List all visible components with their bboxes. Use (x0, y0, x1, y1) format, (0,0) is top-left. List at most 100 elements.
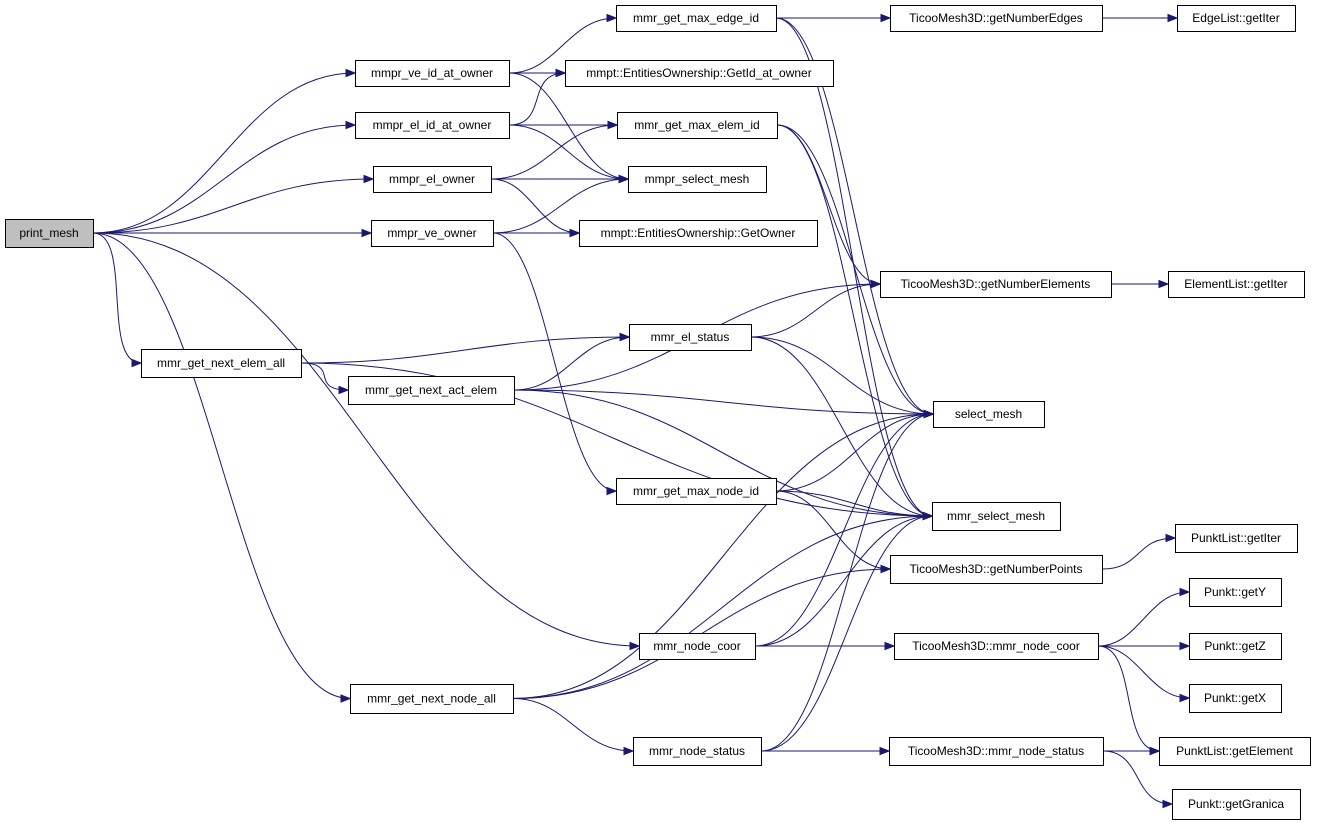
node-box[interactable] (348, 376, 515, 405)
call-edge-mmr-get-max-node-id-to-select-mesh (775, 413, 934, 492)
arrowhead-icon (623, 746, 635, 756)
node-box[interactable] (889, 737, 1104, 766)
node-mmr-select-mesh[interactable]: mmr_select_mesh (932, 502, 1061, 531)
call-edge-mmr-get-max-node-id-to-mmr-select-mesh (775, 490, 933, 517)
call-edge-mmpr-el-id-at-owner-to-getid-at-owner (508, 72, 566, 126)
node-label: mmpr_ve_id_at_owner (371, 66, 493, 80)
node-t-mmr-node-coor[interactable]: TicooMesh3D::mmr_node_coor (894, 633, 1099, 660)
node-mmpr-ve-owner[interactable]: mmpr_ve_owner (371, 220, 494, 247)
arrowhead-icon (884, 641, 896, 651)
node-t-mmr-node-status[interactable]: TicooMesh3D::mmr_node_status (889, 737, 1104, 766)
node-box[interactable] (933, 401, 1045, 428)
node-mmr-node-coor[interactable]: mmr_node_coor (639, 633, 756, 660)
call-edge-mmr-get-next-act-elem-to-mmr-select-mesh (513, 389, 933, 517)
node-box[interactable] (616, 5, 777, 32)
node-box[interactable] (350, 684, 514, 714)
node-punktlist-getelement[interactable]: PunktList::getElement (1159, 737, 1311, 766)
arrowhead-icon (618, 174, 630, 184)
node-box[interactable] (633, 737, 762, 766)
node-punkt-getgranica[interactable]: Punkt::getGranica (1172, 789, 1301, 820)
call-edge-getnumberpoints-to-punktlist-getiter (1101, 537, 1176, 570)
arrowhead-icon (361, 228, 373, 238)
node-box[interactable] (355, 60, 510, 87)
node-box[interactable] (1172, 789, 1301, 820)
node-label: mmpr_el_id_at_owner (373, 118, 492, 132)
node-mmr-get-next-node-all[interactable]: mmr_get_next_node_all (350, 684, 514, 714)
call-edge-mmr-get-next-node-all-to-select-mesh (512, 413, 934, 699)
node-getnumberedges[interactable]: TicooMesh3D::getNumberEdges (890, 5, 1103, 32)
node-box[interactable] (894, 633, 1099, 660)
arrowhead-icon (1158, 279, 1170, 289)
call-edge-mmpr-el-id-at-owner-to-mmpr-select-mesh (508, 124, 629, 180)
node-mmr-node-status[interactable]: mmr_node_status (633, 737, 762, 766)
node-box[interactable] (5, 219, 94, 248)
node-elementlist-getiter[interactable]: ElementList::getIter (1168, 271, 1305, 298)
call-edge-mmr-get-next-elem-all-to-mmr-get-next-act-elem (300, 362, 349, 391)
node-box[interactable] (371, 220, 494, 247)
node-punktlist-getiter[interactable]: PunktList::getIter (1175, 524, 1298, 553)
node-getnumberpoints[interactable]: TicooMesh3D::getNumberPoints (890, 555, 1103, 584)
node-mmr-el-status[interactable]: mmr_el_status (629, 324, 752, 351)
node-mmr-get-max-node-id[interactable]: mmr_get_max_node_id (616, 478, 777, 505)
node-mmr-get-next-act-elem[interactable]: mmr_get_next_act_elem (348, 376, 515, 405)
node-getnumberelements[interactable]: TicooMesh3D::getNumberElements (880, 271, 1112, 298)
call-edge-t-mmr-node-coor-to-punkt-getx (1097, 645, 1190, 699)
arrowhead-icon (1149, 746, 1161, 756)
node-punkt-getx[interactable]: Punkt::getX (1189, 684, 1282, 713)
node-punkt-getz[interactable]: Punkt::getZ (1189, 633, 1282, 660)
node-mmr-get-max-elem-id[interactable]: mmr_get_max_elem_id (617, 112, 778, 139)
node-edgelist-getiter[interactable]: EdgeList::getIter (1177, 5, 1296, 32)
node-box[interactable] (628, 166, 767, 193)
arrowhead-icon (870, 279, 882, 289)
node-box[interactable] (880, 271, 1112, 298)
node-box[interactable] (1189, 684, 1282, 713)
call-edge-mmpr-ve-owner-to-mmpr-select-mesh (492, 178, 629, 234)
node-label: mmr_get_max_elem_id (634, 118, 759, 132)
node-select-mesh[interactable]: select_mesh (933, 401, 1045, 428)
node-getowner[interactable]: mmpt::EntitiesOwnership::GetOwner (579, 220, 818, 247)
node-label: mmr_node_status (649, 744, 745, 758)
node-box[interactable] (1159, 737, 1311, 766)
node-label: Punkt::getY (1204, 585, 1266, 599)
node-box[interactable] (1177, 5, 1296, 32)
node-box[interactable] (629, 324, 752, 351)
node-mmpr-select-mesh[interactable]: mmpr_select_mesh (628, 166, 767, 193)
node-mmpr-el-owner[interactable]: mmpr_el_owner (373, 166, 492, 193)
node-punkt-gety[interactable]: Punkt::getY (1189, 578, 1282, 607)
node-box[interactable] (1175, 524, 1298, 553)
node-box[interactable] (639, 633, 756, 660)
call-edge-mmr-node-coor-to-select-mesh (754, 413, 934, 647)
call-edge-mmpr-el-owner-to-getowner (490, 178, 580, 234)
node-box[interactable] (373, 166, 492, 193)
arrowhead-icon (1179, 641, 1191, 651)
node-label: mmr_get_next_act_elem (365, 383, 497, 397)
call-edge-t-mmr-node-status-to-punkt-getgranica (1102, 750, 1173, 805)
node-label: TicooMesh3D::mmr_node_coor (912, 639, 1080, 653)
node-box[interactable] (932, 502, 1061, 531)
node-mmpr-ve-id-at-owner[interactable]: mmpr_ve_id_at_owner (355, 60, 510, 87)
node-box[interactable] (565, 60, 834, 87)
node-mmr-get-max-edge-id[interactable]: mmr_get_max_edge_id (616, 5, 777, 32)
node-box[interactable] (890, 5, 1103, 32)
call-edge-print-mesh-to-mmr-get-next-node-all (92, 232, 351, 699)
node-label: mmr_el_status (651, 330, 730, 344)
node-mmr-get-next-elem-all[interactable]: mmr_get_next_elem_all (141, 349, 302, 378)
call-graph-edges (92, 13, 1191, 809)
node-box[interactable] (1189, 633, 1282, 660)
node-label: mmr_select_mesh (947, 509, 1045, 523)
node-box[interactable] (1189, 578, 1282, 607)
arrowhead-icon (340, 694, 352, 703)
node-box[interactable] (890, 555, 1103, 584)
node-box[interactable] (1168, 271, 1305, 298)
node-box[interactable] (616, 478, 777, 505)
arrowhead-icon (879, 746, 891, 756)
arrowhead-icon (363, 174, 375, 184)
call-edge-t-mmr-node-coor-to-punkt-gety (1097, 591, 1190, 647)
node-getid-at-owner[interactable]: mmpt::EntitiesOwnership::GetId_at_owner (565, 60, 834, 87)
node-box[interactable] (141, 349, 302, 378)
node-mmpr-el-id-at-owner[interactable]: mmpr_el_id_at_owner (355, 112, 510, 139)
node-box[interactable] (617, 112, 778, 139)
node-box[interactable] (579, 220, 818, 247)
node-print-mesh[interactable]: print_mesh (5, 219, 94, 248)
node-box[interactable] (355, 112, 510, 139)
